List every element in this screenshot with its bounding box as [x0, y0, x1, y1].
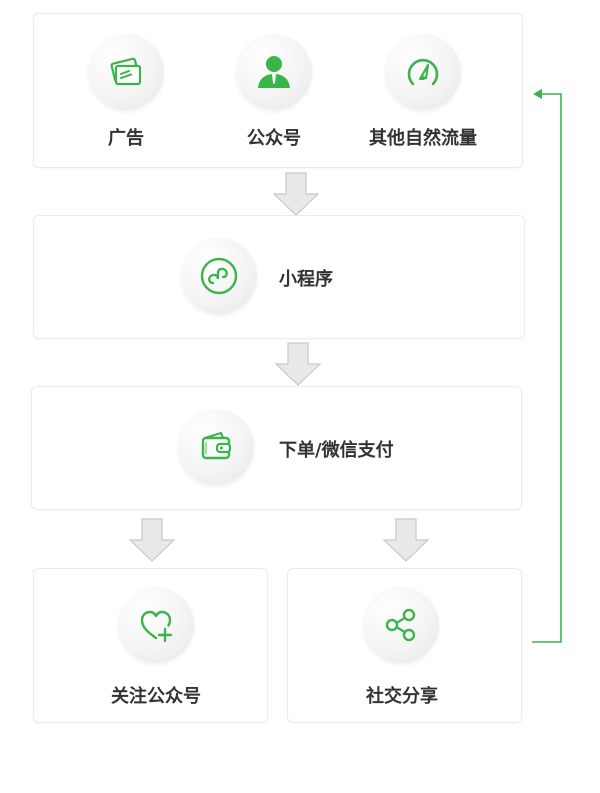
mini-program-label: 小程序: [279, 269, 333, 290]
share-icon: [379, 603, 423, 647]
ad-icon-circle: [88, 34, 164, 110]
natural-traffic-icon-circle: [385, 34, 461, 110]
mini-program-card: 小程序: [33, 215, 525, 339]
wallet-icon: [194, 425, 238, 469]
share-label: 社交分享: [366, 686, 438, 707]
ad-label: 广告: [108, 128, 144, 149]
person-icon: [252, 50, 296, 94]
down-arrow-3: [129, 518, 175, 562]
share-card: 社交分享: [287, 568, 522, 723]
order-pay-label: 下单/微信支付: [279, 440, 394, 461]
follow-icon-circle: [118, 587, 194, 663]
share-icon-circle: [363, 587, 439, 663]
gauge-icon: [403, 52, 443, 92]
loop-arrowhead: [533, 89, 542, 99]
order-pay-card: 下单/微信支付: [31, 386, 522, 510]
heart-plus-icon: [134, 603, 178, 647]
down-arrow-2: [275, 342, 321, 386]
follow-label: 关注公众号: [111, 686, 201, 707]
follow-card: 关注公众号: [33, 568, 268, 723]
traffic-sources-card: 广告 公众号 其他自然流量: [33, 13, 523, 168]
down-arrow-4: [383, 518, 429, 562]
mini-program-icon-circle: [181, 238, 257, 314]
mini-program-icon: [197, 254, 241, 298]
natural-traffic-label: 其他自然流量: [369, 128, 477, 149]
official-account-label: 公众号: [247, 128, 301, 149]
wallet-icon-circle: [178, 409, 254, 485]
down-arrow-1: [273, 172, 319, 216]
card-icon: [106, 52, 146, 92]
official-account-icon-circle: [236, 34, 312, 110]
